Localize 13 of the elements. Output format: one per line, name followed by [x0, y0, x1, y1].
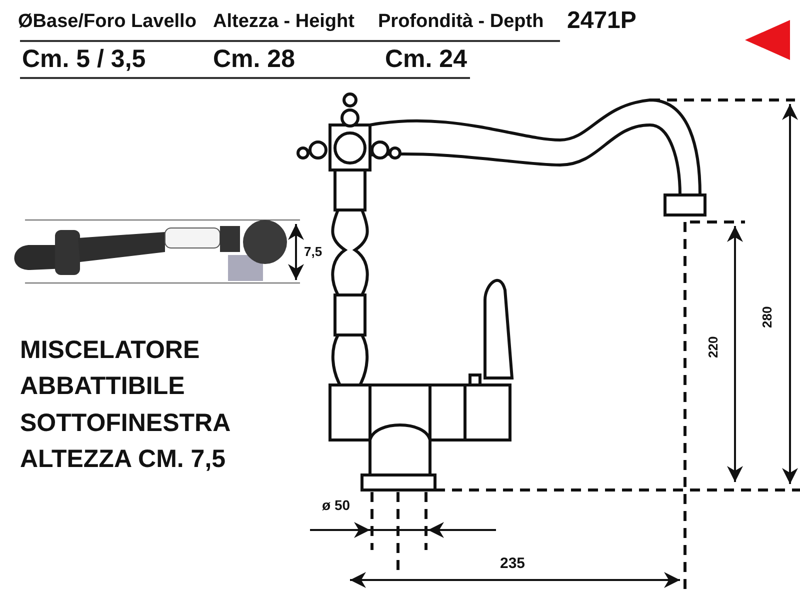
- dimension-heading: ØBase/Foro Lavello: [18, 12, 196, 33]
- dimension-label: 220: [706, 336, 721, 358]
- dimension-label: 235: [500, 556, 526, 572]
- model-code: 2471P: [567, 8, 636, 34]
- dimension-value: Cm. 5 / 3,5: [22, 46, 146, 74]
- dimension-label: 280: [760, 306, 775, 328]
- product-description: MISCELATORE ABBATTIBILE SOTTOFINESTRA ALTEZZA CM. 7,5: [20, 335, 231, 475]
- dimension-value: Cm. 28: [213, 46, 295, 74]
- dimension-label: ø 50: [322, 498, 350, 514]
- dimension-value: Cm. 24: [385, 46, 467, 74]
- dimension-heading: Profondità - Depth: [378, 12, 544, 33]
- dimension-heading: Altezza - Height: [213, 12, 354, 33]
- dimension-label: 7,5: [304, 245, 322, 260]
